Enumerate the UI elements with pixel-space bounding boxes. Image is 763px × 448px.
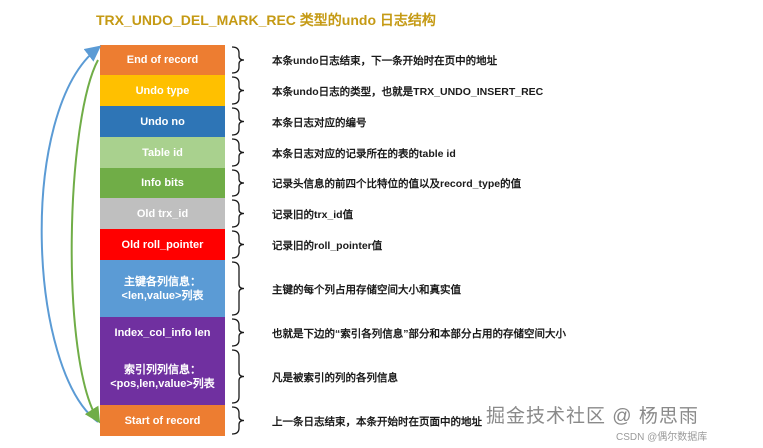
brace-7: [231, 261, 245, 316]
brace-8: [231, 318, 245, 347]
field-label: 主键各列信息： <len,value>列表: [121, 275, 204, 302]
field-desc-0: 本条undo日志结束，下一条开始时在页中的地址: [272, 55, 498, 67]
brace-10: [231, 406, 245, 435]
braces: [231, 46, 245, 435]
field-desc-5: 记录旧的trx_id值: [272, 208, 354, 221]
field-desc-10: 上一条日志结束，本条开始时在页面中的地址: [272, 415, 482, 428]
field-label: Index_col_info len: [114, 326, 211, 339]
field-label: Undo no: [140, 115, 185, 128]
brace-3: [231, 138, 245, 167]
field-label: Table id: [142, 146, 183, 159]
field-box-10: Start of record: [99, 405, 226, 436]
brace-4: [231, 169, 245, 197]
field-label: End of record: [126, 54, 199, 66]
field-desc-7: 主键的每个列占用存储空间大小和真实值: [272, 283, 461, 296]
field-box-9: 索引列列信息： <pos,len,value>列表: [99, 348, 226, 405]
brace-6: [231, 230, 245, 259]
field-desc-8: 也就是下边的“索引各列信息”部分和本部分占用的存储空间大小: [272, 327, 566, 340]
field-desc-1: 本条undo日志的类型，也就是TRX_UNDO_INSERT_REC: [272, 85, 544, 98]
field-label: Start of record: [124, 414, 201, 427]
field-desc-3: 本条日志对应的记录所在的表的table id: [272, 147, 456, 160]
field-box-8: Index_col_info len: [99, 317, 226, 348]
field-box-5: Old trx_id: [99, 198, 226, 229]
field-box-2: Undo no: [99, 106, 226, 137]
field-desc-4: 记录头信息的前四个比特位的值以及record_type的值: [272, 178, 522, 190]
field-label: Info bits: [141, 177, 184, 189]
field-box-6: Old roll_pointer: [99, 229, 226, 260]
green-arrow: [70, 59, 101, 424]
field-box-7: 主键各列信息： <len,value>列表: [99, 260, 226, 317]
brace-5: [231, 199, 245, 228]
watermark-sub: CSDN @偶尔数据库: [616, 432, 708, 443]
brace-2: [231, 107, 245, 136]
field-box-1: Undo type: [99, 75, 226, 106]
brace-0: [231, 46, 245, 74]
brace-1: [231, 76, 245, 105]
field-desc-6: 记录旧的roll_pointer值: [272, 239, 383, 252]
field-desc-2: 本条日志对应的编号: [272, 116, 367, 129]
field-label: Undo type: [135, 84, 190, 97]
field-box-4: Info bits: [99, 168, 226, 198]
field-label: Old trx_id: [136, 207, 189, 220]
field-label: Old roll_pointer: [121, 238, 204, 251]
field-box-3: Table id: [99, 137, 226, 168]
diagram-title: TRX_UNDO_DEL_MARK_REC 类型的undo 日志结构: [96, 12, 436, 28]
watermark-main: 掘金技术社区 @ 杨思雨: [486, 406, 699, 427]
brace-9: [231, 349, 245, 404]
field-label: 索引列列信息： <pos,len,value>列表: [110, 363, 215, 390]
field-desc-9: 凡是被索引的列的各列信息: [272, 371, 398, 384]
blue-arrow: [40, 45, 102, 423]
